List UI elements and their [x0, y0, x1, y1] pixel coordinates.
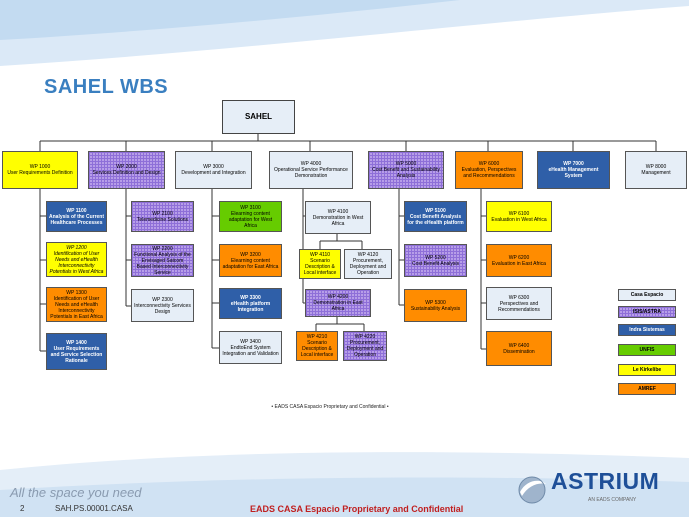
- wp2000-box: WP 2000 Services Definition and Design: [88, 151, 165, 189]
- wbs-root: SAHEL: [222, 100, 295, 134]
- wp2300-box: WP 2300 Interconnectivity Services Desig…: [131, 289, 194, 322]
- wp1400-box: WP 1400 User Requirements and Service Se…: [46, 333, 107, 370]
- astrium-logo-subtitle: AN EADS COMPANY: [588, 497, 637, 503]
- footer-swoosh: [0, 452, 689, 517]
- page-title: SAHEL WBS: [44, 76, 169, 98]
- legend-amref: AMREF: [618, 383, 676, 395]
- wp1200-box: WP 1200 Identification of User Needs and…: [46, 242, 107, 277]
- wp4110-box: WP 4110 Scenario Description & Local int…: [299, 249, 341, 279]
- wp4100-box: WP 4100 Demonstration in West Africa: [305, 201, 371, 234]
- wp5000-box: WP 5000 Cost Benefit and Sustainability …: [368, 151, 444, 189]
- wp6000-box: WP 6000 Evaluation, Perspectives and Rec…: [455, 151, 523, 189]
- legend-isis: ISIS/ASTRA: [618, 306, 676, 318]
- wp3100-box: WP 3100 Elearning content adaptation for…: [219, 201, 282, 232]
- wp4210-box: WP 4210 Scenario Description & Local int…: [296, 331, 338, 361]
- wp6300-box: WP 6300 Perspectives and Recommendations: [486, 287, 552, 320]
- wp3300-box: WP 3300 eHealth platform Integration: [219, 288, 282, 319]
- wp5300-box: WP 5300 Sustainability Analysis: [404, 289, 467, 322]
- wp3400-box: WP 3400 EndtoEnd System Integration and …: [219, 331, 282, 364]
- legend-casa: Casa Espacio: [618, 289, 676, 301]
- wp4200-box: WP 4200 Demonstration in East Africa: [305, 289, 371, 317]
- wp6400-box: WP 6400 Dissemination: [486, 331, 552, 366]
- legend-indra: Indra Sistemas: [618, 324, 676, 336]
- wp6100-box: WP 6100 Evaluation in West Africa: [486, 201, 552, 232]
- wp4220-box: WP 4220 Procurement, Deployment and Oper…: [343, 331, 387, 361]
- astrium-logo-icon: [518, 476, 546, 504]
- header-swoosh: [0, 0, 689, 66]
- footer-confidential: EADS CASA Espacio Proprietary and Confid…: [250, 504, 464, 514]
- wp5200-box: WP 5200 Cost Benefit Analysis: [404, 244, 467, 277]
- wp4000-box: WP 4000 Operational Service Performance …: [269, 151, 353, 189]
- astrium-logo-text: ASTRIUM: [551, 468, 660, 494]
- wp1300-box: WP 1300 Identification of User Needs and…: [46, 287, 107, 322]
- wp2200-box: WP 2200 Functional Analysis of the Envis…: [131, 244, 194, 277]
- legend-unfis: UNFIS: [618, 344, 676, 356]
- wp8000-box: WP 8000 Management: [625, 151, 687, 189]
- wp6200-box: WP 6200 Evaluation in East Africa: [486, 244, 552, 277]
- wp5100-box: WP 5100 Cost Benefit Analysis for the eH…: [404, 201, 467, 232]
- document-reference: SAH.PS.00001.CASA: [55, 504, 133, 513]
- wp3200-box: WP 3200 Elearning content adaptation for…: [219, 244, 282, 277]
- wp7000-box: WP 7000 eHealth Management System: [537, 151, 610, 189]
- wp4120-box: WP 4120 Procurement, Deployment and Oper…: [344, 249, 392, 279]
- wp3000-box: WP 3000 Development and Integration: [175, 151, 252, 189]
- footer-tagline: All the space you need: [10, 485, 142, 500]
- wp1000-box: WP 1000 User Requirements Definition: [2, 151, 78, 189]
- wp1100-box: WP 1100 Analysis of the Current Healthca…: [46, 201, 107, 232]
- wp2100-box: WP 2100 Telemedicine Solutions: [131, 201, 194, 232]
- diagram-confidential-note: • EADS CASA Espacio Proprietary and Conf…: [271, 404, 389, 410]
- page-number: 2: [20, 504, 25, 513]
- legend-lekirkelibe: Le Kirkelibe: [618, 364, 676, 376]
